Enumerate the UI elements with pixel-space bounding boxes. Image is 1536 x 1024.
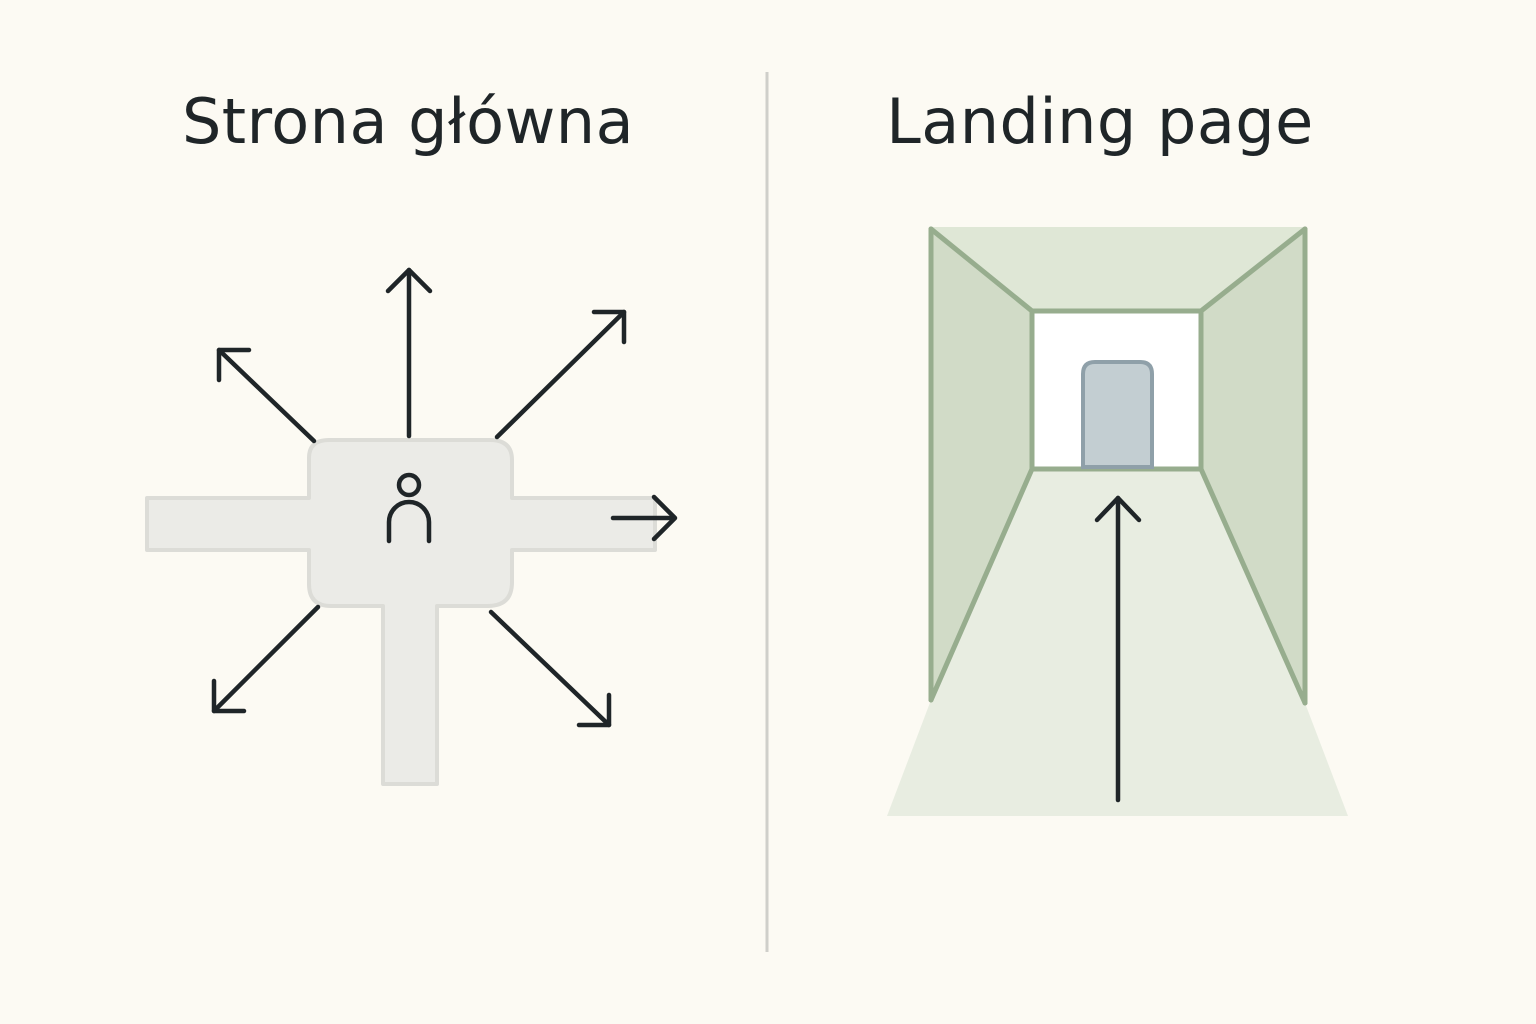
arrow-down-right-icon bbox=[488, 609, 612, 728]
corridor-right-wall bbox=[1201, 229, 1305, 703]
arrow-up-icon bbox=[385, 267, 433, 439]
homepage-title: Strona główna bbox=[181, 85, 635, 158]
arrow-down-left-icon bbox=[211, 604, 321, 714]
person-icon bbox=[386, 472, 432, 544]
door-icon bbox=[1081, 360, 1154, 469]
corridor-ceiling bbox=[931, 227, 1305, 311]
hub-roads bbox=[145, 438, 657, 786]
corridor-illustration bbox=[887, 226, 1348, 816]
arrow-up-left-icon bbox=[216, 347, 317, 444]
arrow-right-icon bbox=[610, 494, 678, 542]
crossroads-illustration bbox=[145, 267, 678, 786]
arrow-forward-icon bbox=[1094, 495, 1142, 803]
corridor-left-wall bbox=[931, 229, 1032, 700]
arrow-up-right-icon bbox=[494, 309, 627, 440]
landing-page-title: Landing page bbox=[886, 85, 1314, 158]
